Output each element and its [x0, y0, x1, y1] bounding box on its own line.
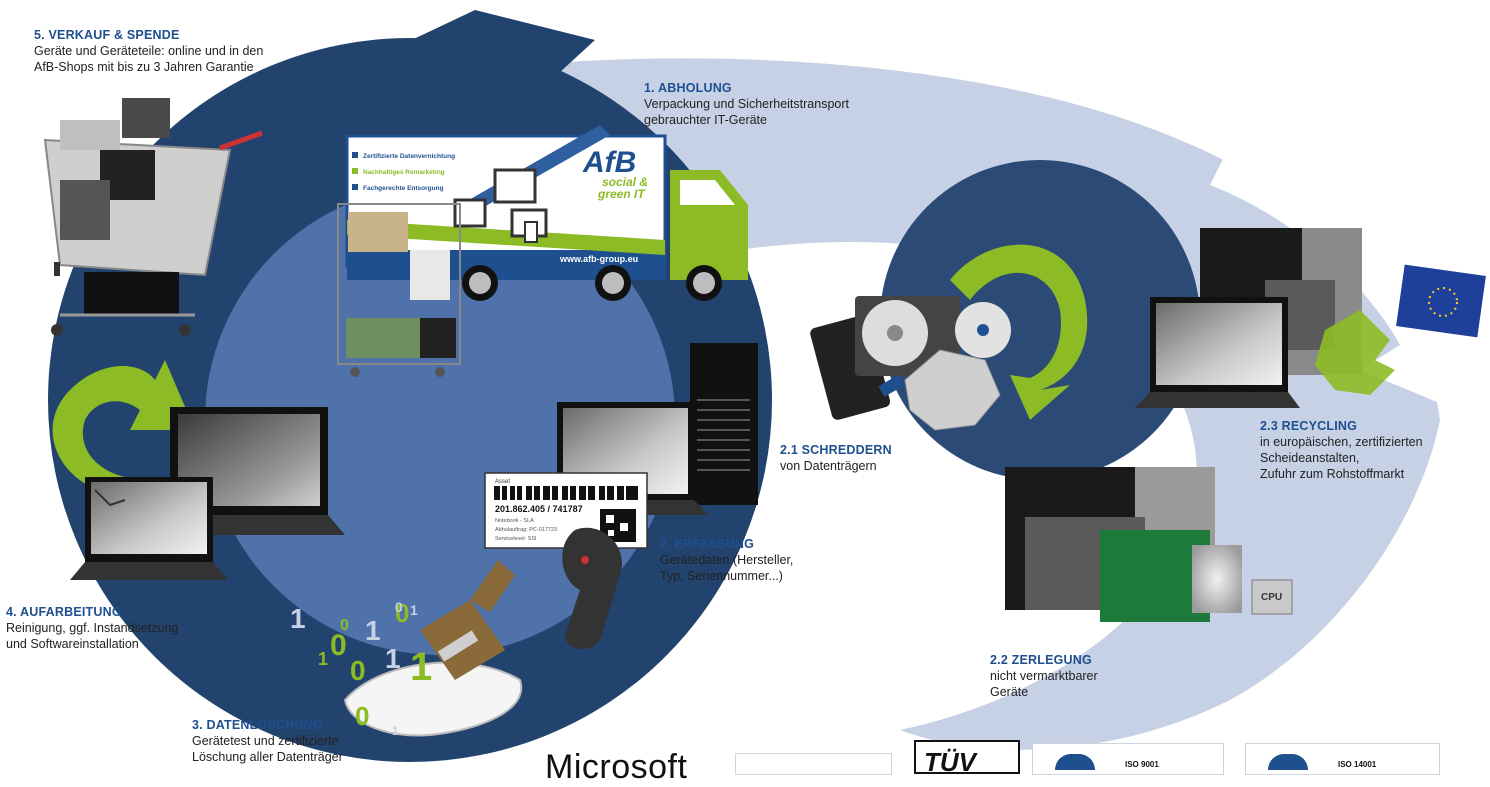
step-recycling-line-3: Zufuhr zum Rohstoffmarkt — [1260, 467, 1405, 481]
barcode-label-row-1: Notebook - SLA — [495, 518, 534, 524]
binary-digit: 0 — [340, 617, 349, 634]
step-recycling-line-2: Scheideanstalten, — [1260, 451, 1360, 465]
hard-drives-shredded — [810, 296, 1011, 431]
binary-digit: 1 — [410, 602, 418, 618]
binary-digit: 0 — [395, 599, 403, 615]
step-recycling: 2.3 RECYCLING in europäischen, zertifizi… — [1260, 418, 1470, 482]
barcode-label — [484, 472, 648, 549]
green-rotate-arrow-left — [52, 360, 196, 500]
data-wipe-brush — [343, 560, 523, 737]
binary-digit: 1 — [290, 603, 306, 634]
step-schreddern-line-1: von Datenträgern — [780, 459, 877, 473]
green-rotate-arrow-right — [950, 244, 1088, 420]
binary-digit: 0 — [395, 598, 409, 628]
step-schreddern: 2.1 SCHREDDERN von Datenträgern — [780, 442, 940, 474]
iso-9001-certificate: ISO 9001 — [1032, 743, 1224, 775]
step-aufarbeitung-title: 4. AUFARBEITUNG — [6, 605, 122, 619]
pc-and-laptop — [543, 343, 758, 515]
iso-14001-certificate: ISO 14001 — [1245, 743, 1440, 775]
iso-14001-label: ISO 14001 — [1338, 760, 1377, 769]
step-abholung-line-2: gebrauchter IT-Geräte — [644, 113, 767, 127]
binary-digit: 1 — [385, 643, 401, 674]
recycling-devices — [1135, 228, 1486, 408]
step-abholung-title: 1. ABHOLUNG — [644, 81, 732, 95]
binary-digit: 0 — [355, 701, 369, 731]
step-verkauf-line-1: Geräte und Geräteteile: online und in de… — [34, 44, 264, 58]
recycling-cycle-diagram: Zertifizierte Datenvernichtung Nachhalti… — [43, 10, 1486, 762]
cpu-label: CPU — [1261, 592, 1282, 603]
tuv-logo: TÜV — [914, 740, 1020, 774]
binary-digit: 1 — [392, 724, 399, 738]
microsoft-logo-text: Microsoft — [545, 748, 688, 786]
step-erfassung-line-2: Typ, Seriennummer...) — [660, 569, 783, 583]
step-recycling-line-1: in europäischen, zertifizierten — [1260, 435, 1423, 449]
binary-digit: 1 — [365, 615, 381, 646]
barcode-scanner — [562, 527, 622, 650]
white-return-arrow — [1210, 145, 1480, 420]
barcode-label-row-2: Abholauftrag: PC-017723 — [495, 527, 557, 533]
step-zerlegung: 2.2 ZERLEGUNG nicht vermarktbarer Geräte — [990, 652, 1150, 700]
iso-9001-label: ISO 9001 — [1125, 760, 1159, 769]
binary-digit: 1 — [318, 649, 328, 669]
truck-service-3: Fachgerechte Entsorgung — [363, 185, 444, 192]
truck-service-2: Nachhaltiges Remarketing — [363, 169, 445, 176]
step-aufarbeitung-line-1: Reinigung, ggf. Instandsetzung — [6, 621, 179, 635]
step-zerlegung-line-2: Geräte — [990, 685, 1029, 699]
step-verkauf-line-2: AfB-Shops mit bis zu 3 Jahren Garantie — [34, 60, 254, 74]
truck-service-1: Zertifizierte Datenvernichtung — [363, 153, 455, 160]
truck-url: www.afb-group.eu — [559, 254, 638, 264]
binary-digits: 1 0 1 0 0 1 1 0 1 0 1 0 1 — [290, 598, 432, 738]
barcode-label-number: 201.862.405 / 741787 — [495, 504, 583, 514]
barcode-label-top: Asset — [495, 479, 510, 485]
step-verkauf: 5. VERKAUF & SPENDE Geräte und Gerätetei… — [34, 27, 354, 75]
step-verkauf-title: 5. VERKAUF & SPENDE — [34, 28, 180, 42]
binary-digit: 1 — [410, 645, 432, 689]
step-aufarbeitung-line-2: und Softwareinstallation — [6, 637, 139, 651]
step-datenloeschung-line-2: Löschung aller Datenträger — [192, 750, 343, 764]
step-erfassung-line-1: Gerätedaten (Hersteller, — [660, 553, 794, 567]
iso-9001-badge-icon — [1055, 754, 1095, 770]
iso-14001-badge-icon — [1268, 754, 1308, 770]
step-erfassung-title: 2. ERFASSUNG — [660, 537, 755, 551]
step-zerlegung-title: 2.2 ZERLEGUNG — [990, 653, 1092, 667]
partner-logo-box — [735, 753, 892, 775]
step-datenloeschung: 3. DATENLÖSCHUNG Gerätetest und zertifiz… — [192, 717, 412, 765]
shopping-cart — [43, 98, 263, 336]
binary-digit: 0 — [350, 655, 366, 686]
step-zerlegung-line-1: nicht vermarktbarer — [990, 669, 1098, 683]
step-datenloeschung-title: 3. DATENLÖSCHUNG — [192, 718, 323, 732]
step-datenloeschung-line-1: Gerätetest und zertifizierte — [192, 734, 339, 748]
truck-brand-sub2: green IT — [597, 187, 646, 201]
disassembled-parts — [1005, 467, 1293, 622]
barcode-label-row-3: Servicelevel: SSI — [495, 536, 537, 542]
step-schreddern-title: 2.1 SCHREDDERN — [780, 443, 892, 457]
step-erfassung: 2. ERFASSUNG Gerätedaten (Hersteller, Ty… — [660, 536, 840, 584]
truck-brand: AfB — [582, 146, 636, 179]
step-recycling-title: 2.3 RECYCLING — [1260, 419, 1358, 433]
binary-digit: 0 — [330, 629, 347, 662]
step-abholung: 1. ABHOLUNG Verpackung und Sicherheitstr… — [644, 80, 904, 128]
step-abholung-line-1: Verpackung und Sicherheitstransport — [644, 97, 849, 111]
step-aufarbeitung: 4. AUFARBEITUNG Reinigung, ggf. Instands… — [6, 604, 226, 652]
truck-brand-sub1: social & — [602, 175, 648, 189]
refurbished-laptops — [70, 407, 345, 580]
transport-cage — [337, 203, 461, 377]
